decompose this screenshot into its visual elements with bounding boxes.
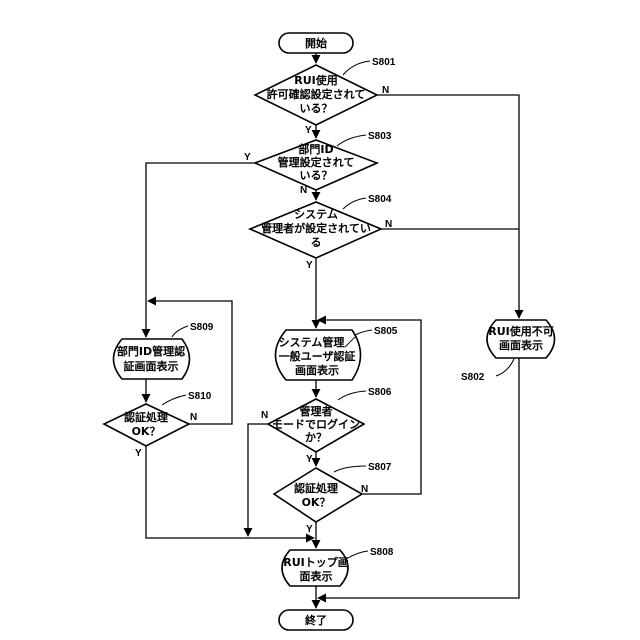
s807-line-2: OK？ bbox=[302, 496, 331, 509]
s805-line-2: 一般ユーザ認証 bbox=[279, 349, 356, 363]
leader-s809 bbox=[172, 326, 188, 337]
label-s806-no: N bbox=[261, 410, 268, 421]
step-number-s808: S808 bbox=[370, 547, 394, 558]
arrow-s806-no-to-merge bbox=[248, 424, 268, 536]
leader-s808 bbox=[346, 551, 368, 559]
step-number-s805: S805 bbox=[374, 326, 398, 337]
label-s804-yes: Y bbox=[306, 260, 313, 271]
s806-line-2: モードでログイン bbox=[272, 417, 360, 431]
leader-s806 bbox=[338, 391, 366, 400]
s806-line-3: か？ bbox=[305, 431, 327, 444]
label-s807-yes: Y bbox=[306, 524, 313, 535]
s806-label: 管理者 モードでログイン か？ bbox=[272, 404, 360, 444]
s804-line-2: 管理者が設定されてい bbox=[261, 221, 371, 235]
branch-labels: Y N Y N N Y N Y N Y N Y bbox=[135, 85, 392, 535]
step-number-s803: S803 bbox=[368, 131, 392, 142]
start-label: 開始 bbox=[305, 36, 327, 50]
arrow-s801-no-to-s802 bbox=[377, 95, 519, 318]
s802-line-1: RUI使用不可 bbox=[488, 324, 554, 338]
step-number-s806: S806 bbox=[368, 387, 392, 398]
s809-line-2: 証画面表示 bbox=[124, 359, 179, 373]
s803-line-1: 部門ID bbox=[298, 142, 333, 156]
leader-s803 bbox=[337, 135, 366, 146]
label-s804-no: N bbox=[385, 219, 392, 230]
label-s803-yes: Y bbox=[244, 152, 251, 163]
step-number-s802: S802 bbox=[461, 372, 485, 383]
step-number-s809: S809 bbox=[190, 322, 214, 333]
arrow-s803-yes-to-s809 bbox=[146, 163, 255, 337]
step-number-s801: S801 bbox=[372, 57, 396, 68]
s805-line-1: システム管理／ bbox=[279, 335, 356, 349]
s810-line-1: 認証処理 bbox=[124, 410, 168, 424]
s805-line-3: 画面表示 bbox=[295, 363, 339, 377]
s804-line-3: る bbox=[311, 236, 322, 249]
s808-line-1: RUIトップ画 bbox=[283, 555, 349, 569]
step-number-s807: S807 bbox=[368, 462, 392, 473]
label-s801-no: N bbox=[382, 85, 389, 96]
label-s801-yes: Y bbox=[305, 125, 312, 136]
leader-s810 bbox=[162, 395, 186, 405]
start-text: 開始 bbox=[305, 36, 327, 50]
label-s810-yes: Y bbox=[135, 448, 142, 459]
leader-s801 bbox=[343, 61, 370, 75]
s807-line-1: 認証処理 bbox=[294, 481, 338, 495]
step-number-s804: S804 bbox=[368, 194, 392, 205]
s804-line-1: システム bbox=[294, 208, 338, 221]
s802-line-2: 画面表示 bbox=[499, 338, 543, 352]
s809-line-1: 部門ID管理認 bbox=[117, 344, 185, 358]
s810-line-2: OK？ bbox=[132, 425, 161, 438]
decision-s807 bbox=[274, 468, 362, 522]
end-text: 終了 bbox=[305, 613, 327, 627]
leader-s807 bbox=[334, 466, 366, 472]
s801-line-2: 許可確認設定されて bbox=[267, 87, 366, 101]
s806-line-1: 管理者 bbox=[300, 404, 333, 418]
s801-line-1: RUI使用 bbox=[294, 73, 338, 87]
s803-line-2: 管理設定されて bbox=[278, 155, 355, 169]
s804-label: システム 管理者が設定されてい る bbox=[261, 208, 371, 249]
step-number-s810: S810 bbox=[188, 391, 212, 402]
label-s806-yes: Y bbox=[306, 454, 313, 465]
end-label: 終了 bbox=[305, 613, 327, 627]
s803-line-3: いる？ bbox=[300, 169, 333, 182]
leader-s804 bbox=[343, 198, 366, 209]
label-s803-no: N bbox=[300, 185, 307, 196]
s801-line-3: いる？ bbox=[300, 102, 333, 115]
s808-line-2: 面表示 bbox=[300, 569, 333, 583]
leader-s802 bbox=[496, 359, 514, 376]
label-s810-no: N bbox=[190, 412, 197, 423]
